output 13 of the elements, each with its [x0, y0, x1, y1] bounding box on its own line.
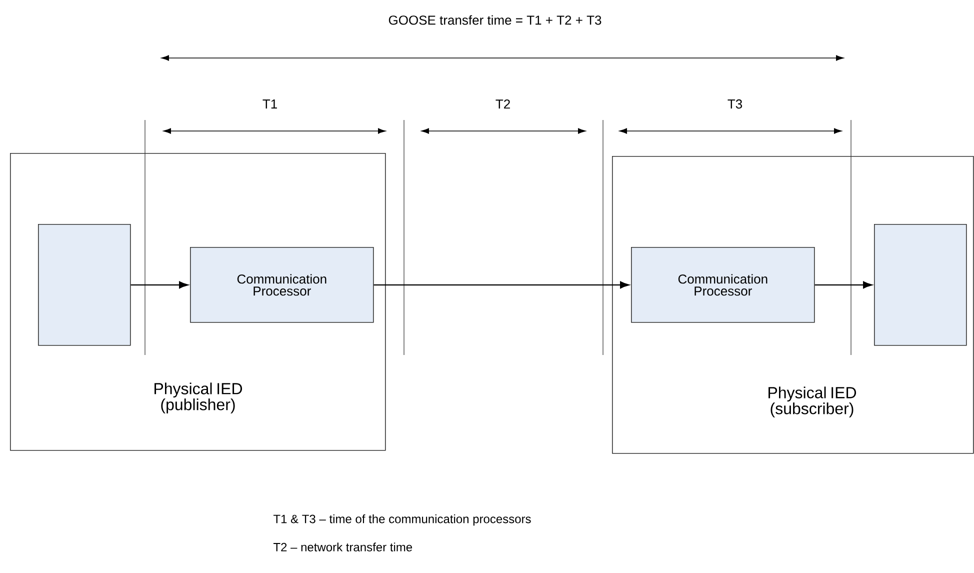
processor-box: Communication Processor	[190, 247, 374, 323]
note-text: T2 – network transfer time	[273, 542, 412, 552]
arrow	[814, 281, 872, 288]
title: GOOSE transfer time = T1 + T2 + T3	[388, 15, 602, 25]
interval-label: T3	[728, 99, 742, 109]
arrow	[130, 281, 188, 288]
box	[38, 224, 131, 346]
arrow	[374, 281, 630, 288]
interval-label: T2	[496, 99, 510, 109]
processor-box: Communication Processor	[631, 247, 815, 323]
box	[874, 224, 967, 346]
interval-label: T1	[262, 100, 277, 108]
note-text: T1 & T3 – time of the communication processors	[273, 514, 531, 526]
